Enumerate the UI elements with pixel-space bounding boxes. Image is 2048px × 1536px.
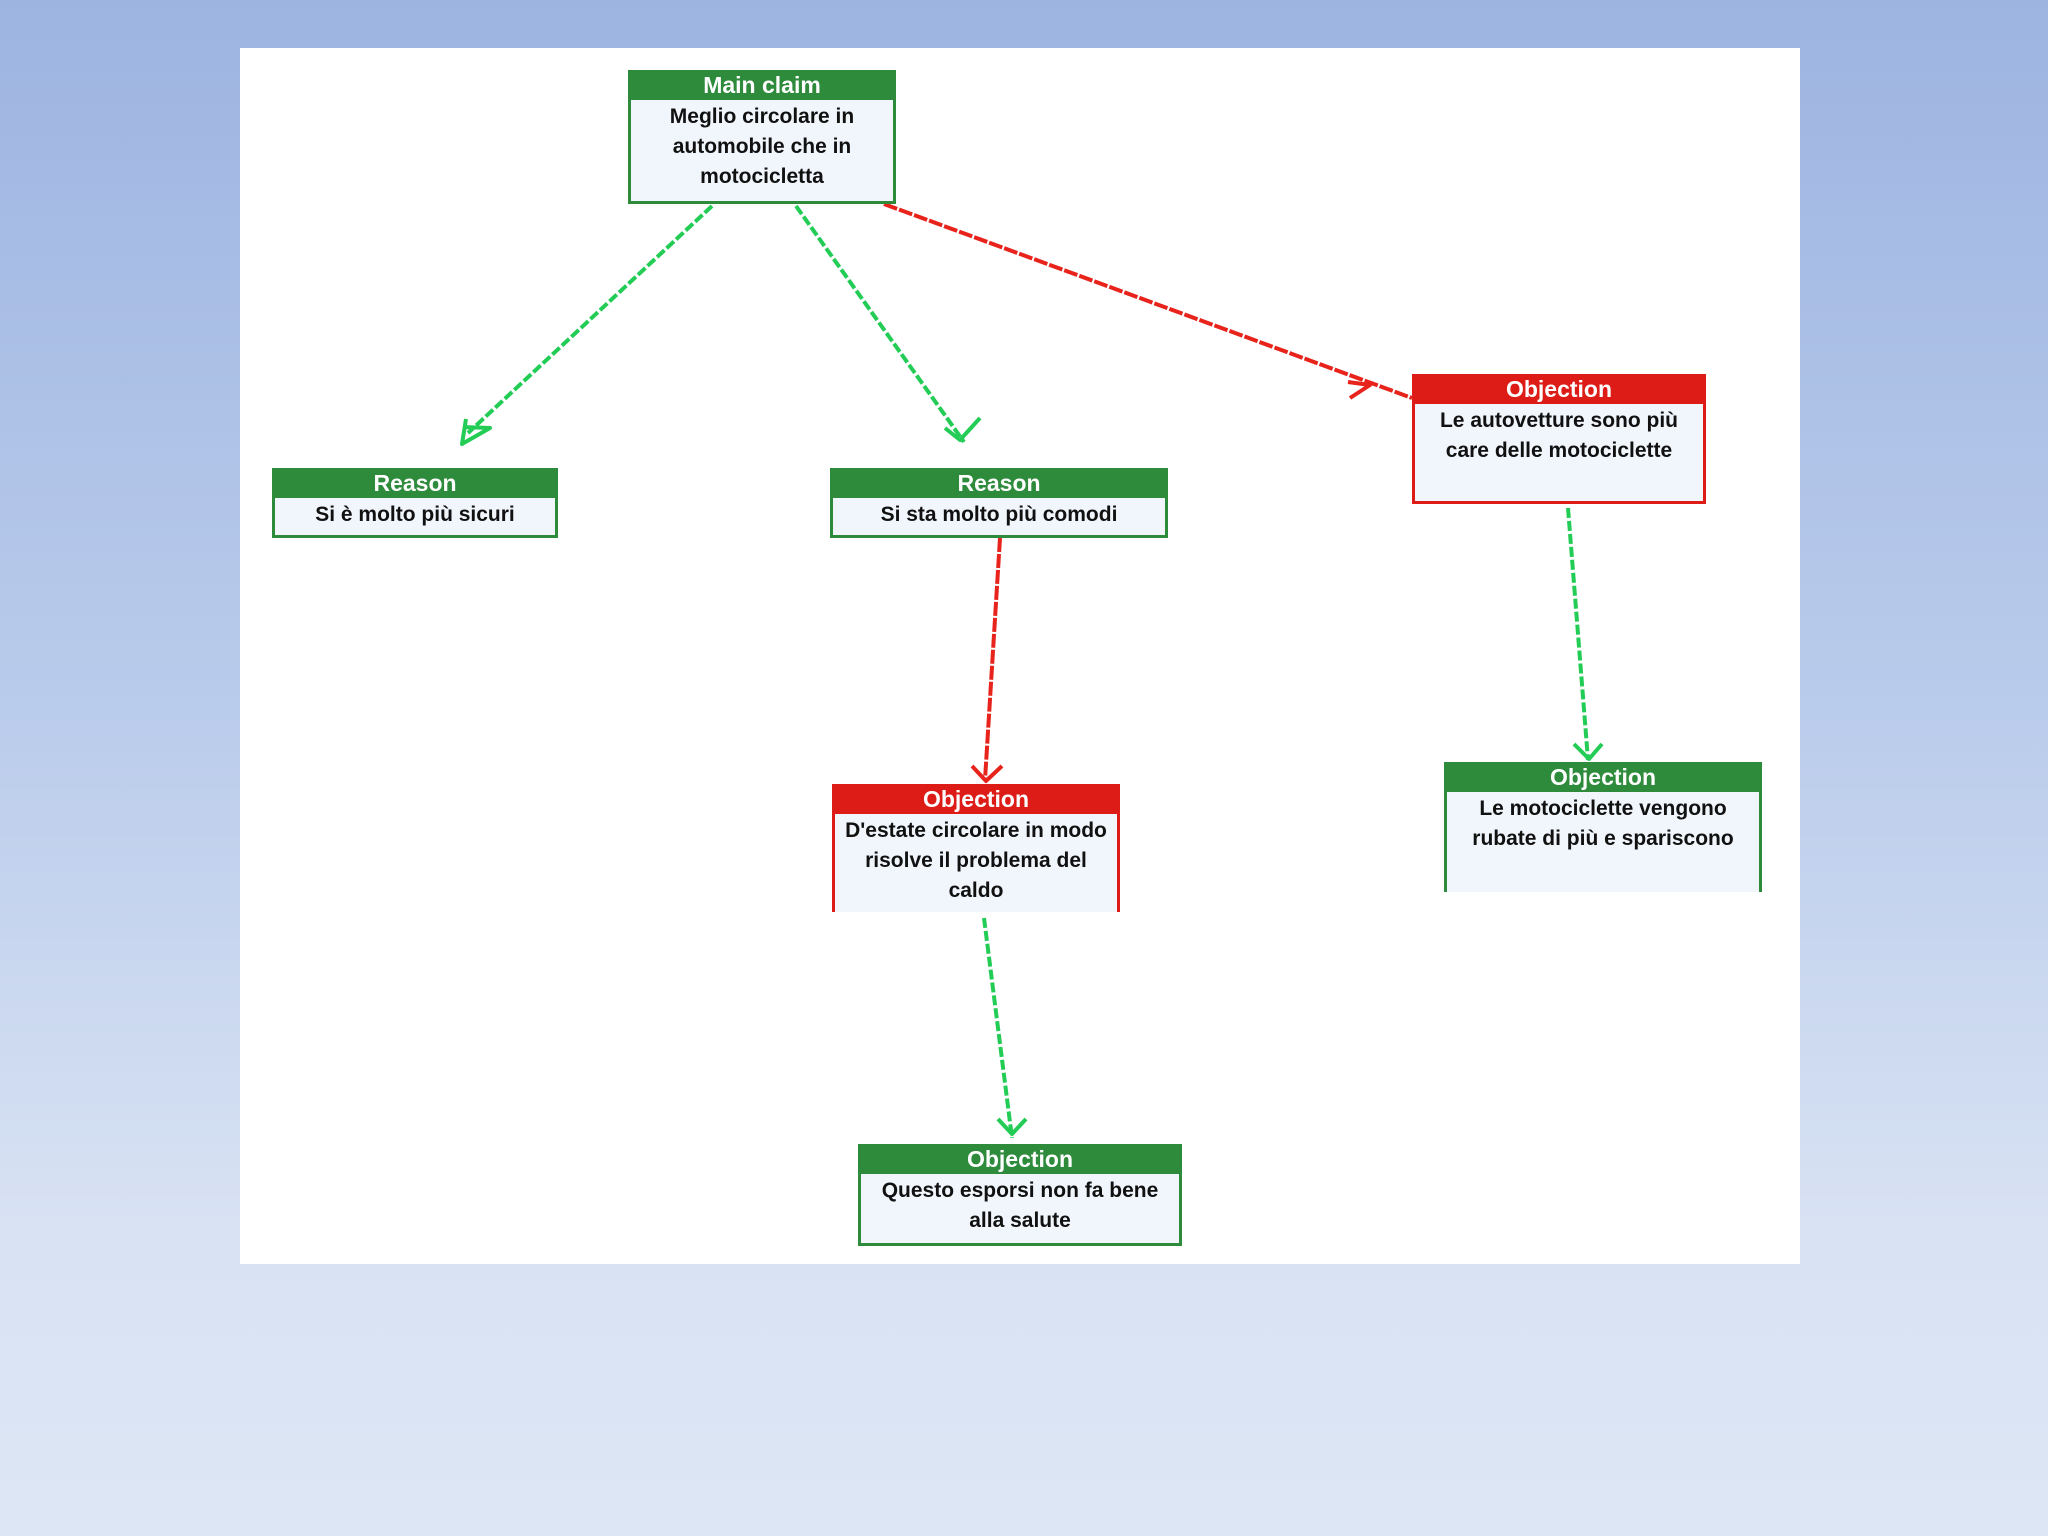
node-text: Si sta molto più comodi xyxy=(880,503,1118,526)
objection-node-health[interactable]: Objection Questo esporsi non fa bene all… xyxy=(858,1144,1182,1246)
reason-node-comfort[interactable]: Reason Si sta molto più comodi xyxy=(830,468,1168,538)
main-claim-node[interactable]: Main claim Meglio circolare in automobil… xyxy=(628,70,896,204)
edge-main-to-reason1 xyxy=(460,204,714,446)
edge-objection-heat-to-objection-health xyxy=(982,917,1028,1139)
node-text: Le autovetture sono più care delle motoc… xyxy=(1439,409,1678,462)
node-text: D'estate circolare in modo risolve il pr… xyxy=(845,819,1107,902)
reason-node-safety[interactable]: Reason Si è molto più sicuri xyxy=(272,468,558,538)
node-text: Si è molto più sicuri xyxy=(315,503,515,526)
node-title: Objection xyxy=(1444,762,1762,792)
argument-edges xyxy=(460,202,1604,1139)
node-text: Le motociclette vengono rubate di più e … xyxy=(1472,797,1734,850)
node-title: Reason xyxy=(272,468,558,498)
node-title: Reason xyxy=(830,468,1168,498)
node-title: Objection xyxy=(832,784,1120,814)
edge-reason2-to-objection-heat xyxy=(970,537,1004,783)
edge-objection-cost-to-objection-theft xyxy=(1566,507,1604,761)
node-title: Objection xyxy=(1412,374,1706,404)
objection-node-heat[interactable]: Objection D'estate circolare in modo ris… xyxy=(832,784,1120,912)
edge-main-to-objection-cost xyxy=(883,202,1413,400)
objection-node-cost[interactable]: Objection Le autovetture sono più care d… xyxy=(1412,374,1706,504)
edge-main-to-reason2 xyxy=(794,204,982,444)
node-text: Questo esporsi non fa bene alla salute xyxy=(881,1179,1159,1232)
node-text: Meglio circolare in automobile che in mo… xyxy=(669,105,855,188)
argument-map-canvas: Main claim Meglio circolare in automobil… xyxy=(240,48,1800,1264)
node-title: Main claim xyxy=(628,70,896,100)
node-title: Objection xyxy=(858,1144,1182,1174)
objection-node-theft[interactable]: Objection Le motociclette vengono rubate… xyxy=(1444,762,1762,892)
